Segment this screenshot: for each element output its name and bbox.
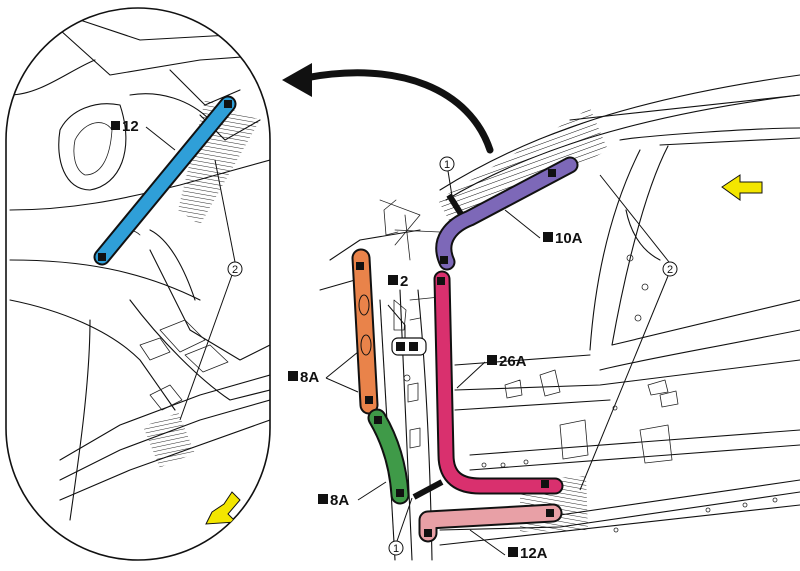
- pillar-tape-callout: 26A: [456, 353, 527, 389]
- pillar-tape-label: 26A: [499, 353, 527, 370]
- curved-arrow-icon: [282, 63, 494, 154]
- roof-tape: [435, 156, 579, 271]
- detail-frame: [5, 7, 271, 561]
- main-body-lines: [319, 74, 800, 561]
- pillar-tape: [433, 270, 564, 495]
- detail-view: 12 2: [5, 7, 271, 561]
- detail-tape-fill: [95, 97, 235, 264]
- upper-b-pillar-tape: [351, 248, 379, 415]
- svg-text:1: 1: [444, 159, 450, 171]
- detail-tape-label: 12: [122, 118, 139, 135]
- seal-bar-bottom: [412, 479, 444, 500]
- callout-two-detail: 2: [232, 264, 238, 276]
- svg-text:1: 1: [393, 543, 399, 555]
- roof-tape-label: 10A: [555, 230, 583, 247]
- front-arrow-detail-icon: [205, 491, 241, 525]
- detail-body-lines: [9, 19, 270, 525]
- callout-one-bottom: 1: [388, 497, 413, 556]
- callout-two-right: 2: [579, 174, 678, 491]
- callout-one-top: 1: [439, 156, 455, 197]
- small-tape-label: 2: [400, 273, 408, 290]
- sill-tape-callout: 12A: [469, 529, 548, 562]
- svg-text:2: 2: [667, 264, 673, 276]
- sill-tape: [418, 503, 563, 543]
- b-pillar-plug-badge: [387, 304, 427, 356]
- small-tape-callout: 2: [388, 273, 408, 290]
- roof-tape-callout: 10A: [504, 209, 583, 247]
- upper-b-tape-label: 8A: [300, 369, 319, 386]
- roof-hatch: [438, 108, 608, 230]
- lower-b-tape-callout: 8A: [318, 481, 387, 509]
- upper-b-tape-callout: 8A: [288, 351, 359, 393]
- lower-b-tape-label: 8A: [330, 492, 349, 509]
- sill-tape-label: 12A: [520, 545, 548, 562]
- arrow-left-icon: [721, 174, 763, 201]
- lower-b-pillar-tape: [367, 408, 410, 505]
